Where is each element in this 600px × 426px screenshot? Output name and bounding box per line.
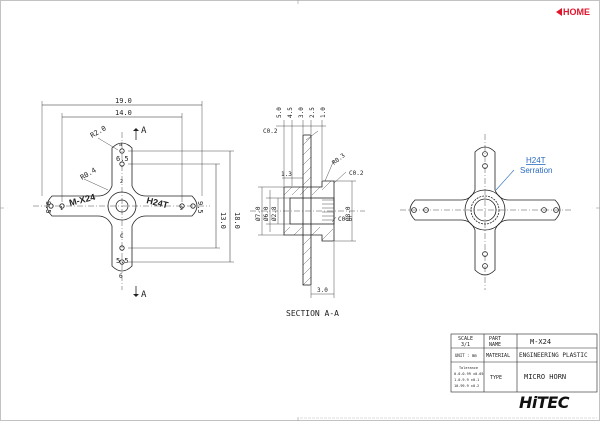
type-label: TYPE [490, 375, 502, 381]
hole-top-inner [119, 161, 125, 167]
center-mark-top: 2 [120, 179, 123, 185]
model-label-left: M-X24 [68, 192, 96, 208]
section-caption: SECTION A-A [286, 309, 339, 318]
type-value: MICRO HORN [524, 373, 566, 381]
section-dia-mid: Ø6.0 [263, 206, 270, 221]
horn-outline [46, 142, 198, 272]
section-dim-top-3: 2.5 [309, 107, 316, 118]
hole-label-right: 9.5 [196, 201, 204, 214]
section-dia-inner: Ø2.8 [271, 206, 278, 221]
model-label-right: H24T [146, 195, 170, 210]
material-value: ENGINEERING PLASTIC [519, 352, 588, 359]
hub-outer-circle [107, 191, 137, 221]
home-button[interactable]: HOME [556, 6, 590, 18]
front-view-labels: 19.0 14.0 18.0 13.0 R2.0 R0.4 a 6.5 5.5 … [44, 97, 241, 300]
part-label-1: PART [489, 336, 501, 342]
section-mark-bottom: A [141, 290, 147, 300]
section-mark-top: A [141, 126, 147, 136]
hole-label-top-inner: 6.5 [116, 155, 129, 163]
section-dia-outer: Ø7.0 [255, 206, 262, 221]
hole-mark-right: 2 [180, 206, 183, 212]
rear-serration [470, 195, 500, 225]
rear-hub-outer [464, 189, 506, 231]
tolerance-line-0: 0.0-0.99 ±0.05 [454, 372, 484, 376]
tolerance-label: Tolerance [459, 366, 478, 370]
rear-view [400, 134, 572, 290]
section-radius: R0.3 [331, 152, 347, 167]
dim-19: 19.0 [115, 97, 132, 105]
tolerance-line-1: 1.0-9.9 ±0.1 [454, 378, 479, 382]
title-block-text: SCALE 3/1 PART NAME M-X24 UNIT : mm MATE… [454, 336, 588, 388]
title-block [450, 333, 598, 393]
hole-label-bottom-outer: 6 [119, 273, 123, 280]
section-bore [289, 197, 335, 225]
hole-right-inner [179, 203, 185, 209]
center-mark-bottom: C [120, 233, 124, 240]
dim-18: 18.0 [233, 212, 241, 229]
rear-view-labels: H24T Serration [520, 156, 552, 175]
section-dim-left: 1.3 [281, 171, 292, 178]
section-dim-top-2: 3.0 [298, 107, 305, 118]
hub-inner-circle [115, 199, 129, 213]
section-dim-top-0: 5.0 [276, 107, 283, 118]
section-dim-top-1: 4.5 [287, 107, 294, 118]
radius-outer: R2.0 [89, 124, 108, 139]
section-chamfer-bottom: C0.5 [338, 216, 353, 223]
dim-14: 14.0 [115, 109, 132, 117]
hole-bottom-outer [119, 259, 125, 265]
material-label: MATERIAL [486, 353, 510, 359]
section-dim-bottom: 3.0 [317, 287, 328, 294]
section-view [250, 120, 365, 298]
part-value: M-X24 [530, 338, 551, 346]
section-chamfer-top: C0.2 [263, 128, 278, 135]
callout-leader [495, 169, 515, 191]
callout-label: H24T [526, 156, 546, 165]
rear-hub-inner [473, 198, 497, 222]
brand-logo: HiTEC [519, 393, 569, 412]
hole-left-inner [59, 203, 65, 209]
tolerance-line-2: 10-99.9 ±0.2 [454, 384, 479, 388]
hole-left-outer [48, 203, 54, 209]
hole-label-bottom-inner: 5.5 [116, 257, 129, 265]
dim-13: 13.0 [219, 212, 227, 229]
home-label: HOME [563, 7, 590, 17]
radius-inner: R0.4 [79, 166, 98, 181]
home-arrow-icon [556, 8, 562, 16]
hole-mark-left: 1 [60, 206, 63, 212]
hole-right-outer [190, 203, 196, 209]
scale-value: 3/1 [461, 342, 470, 348]
callout-sublabel: Serration [520, 166, 552, 175]
scale-label: SCALE [458, 336, 473, 342]
hole-top-outer [119, 148, 125, 154]
section-chamfer-right: C0.2 [349, 170, 364, 177]
front-view [33, 101, 234, 297]
section-dim-top-4: 1.0 [320, 107, 327, 118]
section-arm [302, 134, 312, 286]
part-label-2: NAME [489, 342, 501, 348]
unit-label: UNIT : mm [455, 353, 477, 358]
section-dia-right: Ø8.0 [345, 206, 352, 221]
hole-label-top-outer: a [119, 142, 122, 148]
hole-bottom-inner [119, 245, 125, 251]
hole-label-left: 9.5 [44, 201, 52, 214]
